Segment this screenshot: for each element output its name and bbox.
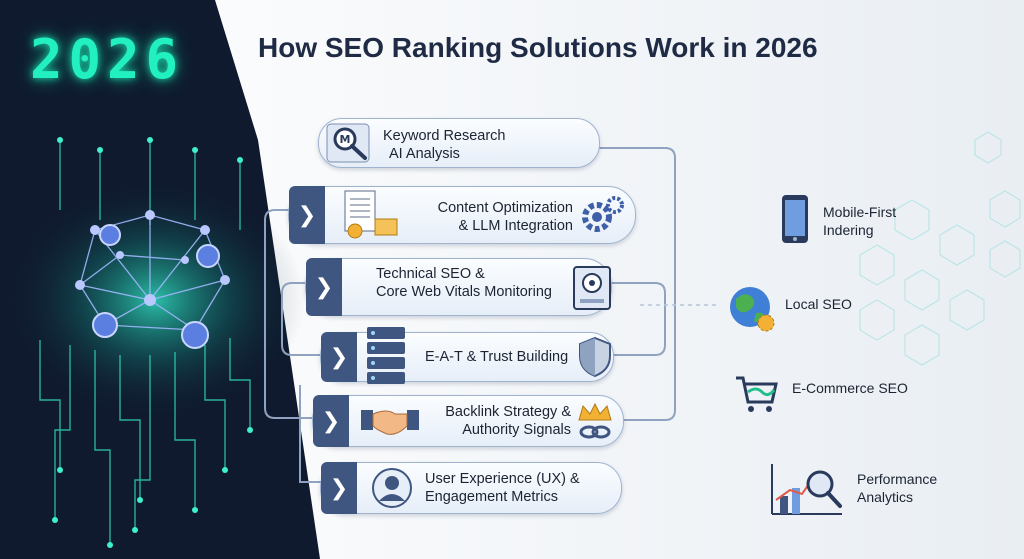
step-label: User Experience (UX) & Engagement Metric… bbox=[425, 471, 580, 505]
step-keyword-research[interactable]: M Keyword Research AI Analysis bbox=[318, 118, 600, 168]
step-label: Backlink Strategy & Authority Signals bbox=[445, 404, 571, 438]
step-content-optimization[interactable]: ❯ Content Optimization & LLM Integration bbox=[288, 186, 636, 244]
step-label: E-A-T & Trust Building bbox=[425, 349, 569, 365]
server-icon bbox=[367, 327, 405, 384]
user-icon bbox=[372, 468, 412, 508]
year-digital-display: 2026 bbox=[30, 28, 185, 91]
chevron-right-icon: ❯ bbox=[313, 395, 349, 447]
handshake-icon bbox=[361, 410, 419, 435]
side-item-mobile-first: Mobile-First Indering bbox=[823, 204, 897, 238]
step-label: Technical SEO & Core Web Vitals Monitori… bbox=[376, 266, 552, 300]
side-item-local-seo: Local SEO bbox=[785, 296, 852, 312]
side-item-performance-analytics: Performance Analytics bbox=[857, 471, 938, 505]
chevron-right-icon: ❯ bbox=[289, 186, 325, 244]
step-backlink-strategy[interactable]: ❯ Backlink Strategy & Authority Signals bbox=[312, 395, 624, 447]
monitor-icon bbox=[573, 266, 611, 310]
chart-icon bbox=[771, 464, 842, 515]
magnifier-icon: M bbox=[326, 123, 370, 163]
shield-icon bbox=[579, 336, 611, 378]
cart-icon bbox=[736, 376, 778, 412]
chevron-right-icon: ❯ bbox=[306, 258, 342, 316]
step-label: Content Optimization & LLM Integration bbox=[437, 200, 573, 234]
step-technical-seo[interactable]: ❯ Technical SEO & Core Web Vitals Monito… bbox=[305, 258, 612, 316]
crown-chain-icon bbox=[578, 402, 612, 439]
globe-icon bbox=[730, 287, 775, 332]
step-user-experience[interactable]: ❯ User Experience (UX) & Engagement Metr… bbox=[320, 462, 622, 514]
page-title: How SEO Ranking Solutions Work in 2026 bbox=[258, 32, 818, 63]
gear-icon bbox=[582, 196, 624, 232]
phone-icon bbox=[782, 195, 808, 243]
chevron-right-icon: ❯ bbox=[321, 332, 357, 382]
svg-text:M: M bbox=[340, 133, 351, 146]
chevron-right-icon: ❯ bbox=[321, 462, 357, 514]
document-icon bbox=[344, 190, 398, 239]
step-label: Keyword Research AI Analysis bbox=[383, 128, 506, 162]
side-item-ecommerce-seo: E-Commerce SEO bbox=[792, 380, 908, 396]
step-eat-trust-building[interactable]: ❯ E-A-T & Trust Building bbox=[320, 327, 614, 384]
